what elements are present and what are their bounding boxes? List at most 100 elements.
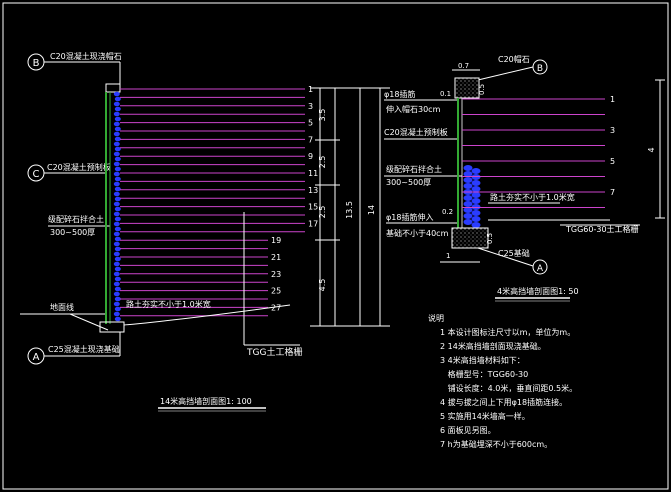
left-stone-column (113, 91, 121, 322)
stone (114, 166, 121, 172)
left-dim-mid2: 2.5 (318, 206, 327, 219)
right-label-rebar1: φ18插筋 (384, 89, 415, 99)
layer-number: 21 (271, 253, 281, 262)
stone (463, 177, 473, 183)
stone (113, 271, 120, 277)
stone (113, 211, 120, 217)
stone (113, 161, 120, 167)
layer-number: 5 (610, 157, 615, 166)
right-circle-b-text: B (537, 64, 543, 74)
right-circle-a-text: A (537, 264, 544, 274)
left-dim-lower: 4.5 (318, 279, 327, 292)
stone (114, 296, 121, 302)
left-dim-total1: 13.5 (345, 201, 354, 219)
right-label-compaction: 路土夯实不小于1.0米宽 (490, 192, 575, 202)
stone (114, 236, 121, 242)
stone (114, 156, 121, 162)
note-item: 1 本设计图标注尺寸以m，单位为m。 (440, 327, 575, 337)
right-label-panel: C20混凝土预制板 (384, 127, 448, 137)
stone (113, 181, 120, 187)
stone (463, 171, 473, 177)
right-label-fill-1: 级配碎石拌合土 (386, 164, 442, 174)
stone (471, 192, 481, 198)
stone (113, 121, 120, 127)
stone (114, 246, 121, 252)
right-geogrid-layers (462, 98, 605, 208)
stone (113, 221, 120, 227)
left-circle-c-text: C (33, 169, 40, 180)
right-label-tgg: TGG60-30土工格栅 (565, 224, 639, 234)
notes-block: 说明 1 本设计图标注尺寸以m，单位为m。 2 14米高挡墙剖面现浇基础。 3 … (428, 313, 577, 449)
layer-number: 1 (610, 95, 615, 104)
right-dim-top: 0.7 (458, 62, 469, 70)
right-title: 4米高挡墙剖面图1: 50 (497, 286, 579, 296)
left-label-ground: 地面线 (50, 302, 74, 312)
layer-number: 5 (308, 119, 313, 128)
right-dim-bottom: 1 (446, 252, 450, 260)
stone (114, 216, 121, 222)
stone (114, 186, 121, 192)
stone (471, 180, 481, 186)
left-title: 14米高挡墙剖面图1: 100 (160, 396, 252, 406)
notes-heading: 说明 (428, 313, 444, 323)
stone (114, 96, 121, 102)
right-base (451, 227, 489, 249)
left-dim-upper: 3.5 (318, 109, 327, 122)
stone (114, 126, 121, 132)
stone (463, 213, 473, 219)
stone (114, 276, 121, 282)
right-dim-height: 4 (647, 147, 656, 152)
right-section: 0.7 C20帽石 B 0.5 0.1 φ18插筋 伸入帽石30cm C20混凝… (384, 54, 665, 302)
stone (113, 191, 120, 197)
stone (463, 201, 473, 207)
right-cap-stone (454, 77, 480, 99)
right-dim-01: 0.1 (440, 90, 451, 98)
stone (114, 206, 121, 212)
stone (463, 219, 473, 225)
left-label-tgg: TGG土工格栅 (246, 346, 302, 358)
note-item: 格栅型号：TGG60-30 (440, 369, 528, 379)
layer-number: 27 (271, 303, 281, 312)
stone (471, 210, 481, 216)
left-compaction-line (123, 304, 291, 326)
left-label-base: C25混凝土现浇基础 (48, 344, 120, 354)
stone (463, 207, 473, 213)
stone (463, 183, 473, 189)
stone (114, 136, 121, 142)
stone (114, 306, 121, 312)
stone (113, 131, 120, 137)
right-label-base: C25基础 (498, 248, 530, 258)
stone (114, 176, 121, 182)
stone (113, 111, 120, 117)
stone (471, 186, 481, 192)
right-label-cap: C20帽石 (498, 54, 530, 64)
stone (471, 222, 481, 228)
right-label-rebar1b: 伸入帽石30cm (386, 104, 441, 114)
stone (463, 195, 473, 201)
note-item: 4 拔与拔之间上下用φ18插筋连接。 (440, 397, 567, 407)
stone (114, 316, 121, 322)
right-dim-05b: 0.5 (486, 233, 494, 244)
stone (471, 198, 481, 204)
stone (113, 201, 120, 207)
stone (114, 286, 121, 292)
stone (114, 146, 121, 152)
stone (113, 171, 120, 177)
stone (114, 266, 121, 272)
note-item: 2 14米高挡墙剖面现浇基础。 (440, 341, 546, 351)
right-dim-05a: 0.5 (478, 84, 486, 95)
layer-number: 3 (308, 102, 313, 111)
stone (114, 196, 121, 202)
stone (113, 151, 120, 157)
right-stone-column (463, 165, 481, 228)
stone (463, 165, 473, 171)
note-item: 5 实施用14米墙高一样。 (440, 411, 530, 421)
stone (113, 301, 120, 307)
layer-number: 11 (308, 169, 318, 178)
stone (113, 261, 120, 267)
left-label-compaction: 路土夯实不小于1.0米宽 (126, 299, 211, 309)
stone (113, 231, 120, 237)
